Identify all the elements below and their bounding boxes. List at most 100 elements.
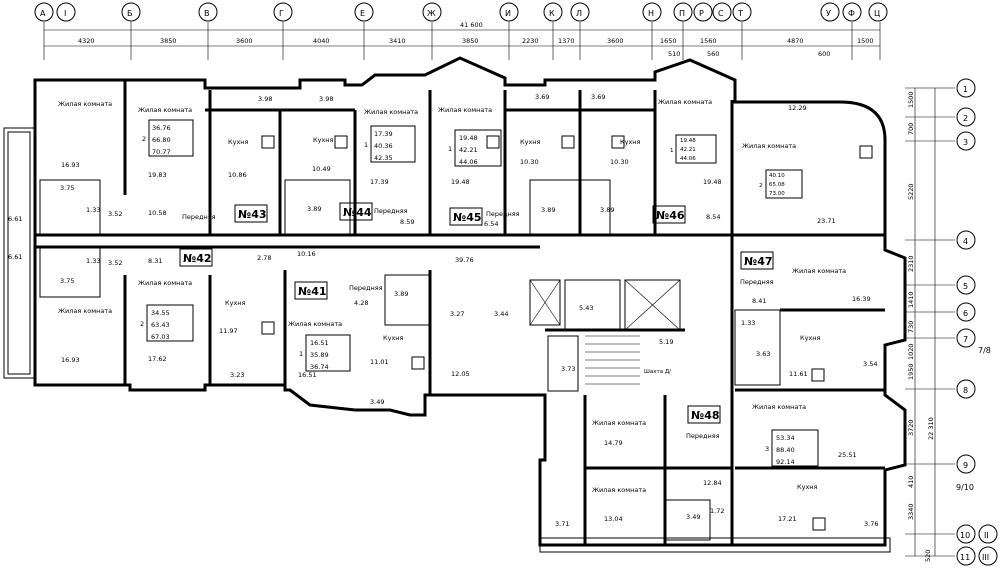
area-value: 3.23	[230, 371, 244, 379]
room-label: Жилая комната	[58, 100, 112, 108]
rooms-count: 1	[364, 141, 368, 149]
room-label: Жилая комната	[58, 307, 112, 315]
room-label: Передняя	[374, 207, 408, 215]
area-value: 10.30	[610, 158, 629, 166]
room-label: Передняя	[349, 284, 383, 292]
stove-icons	[261, 135, 873, 531]
rooms-count: 3	[765, 445, 769, 453]
axis-label: 10	[960, 531, 970, 540]
area-value: 3.75	[60, 184, 74, 192]
area-value: 10.49	[312, 165, 331, 173]
room-label: Передняя	[686, 432, 720, 440]
dim-text: 700	[907, 123, 915, 135]
apartment-44: 1 17.39 40.36 42.35 №44	[339, 125, 416, 221]
room-labels: Жилая комната Жилая комната Кухня Кухня …	[58, 98, 846, 494]
area-value: 12.84	[703, 479, 722, 487]
apartment-45: 1 19.48 42.21 44.06 №45	[448, 129, 502, 226]
useful-area: 65.08	[769, 182, 785, 188]
area-value: 3.89	[394, 290, 408, 298]
room-label: Жилая комната	[592, 419, 646, 427]
total-area: 36.74	[310, 363, 329, 371]
area-value: 3.49	[370, 398, 384, 406]
area-value: 3.98	[319, 95, 333, 103]
living-area: 16.51	[310, 339, 329, 347]
stove-icon	[812, 517, 826, 531]
dim-text: 3850	[462, 37, 479, 45]
right-axes: 1 2 3 4 5 6 7 7/8 8 9 9/10 10 II 11 III	[956, 78, 998, 566]
area-value: 11.97	[219, 327, 238, 335]
axis-label: 11	[960, 553, 970, 562]
area-value: 3.76	[864, 520, 878, 528]
area-value: 16.39	[852, 295, 871, 303]
apartment-number: №43	[238, 208, 267, 221]
dim-text: 410	[907, 476, 915, 488]
apartment-46: 1 19.48 42.21 44.06 №46	[652, 134, 717, 224]
dim-text: 2310	[907, 255, 915, 272]
stove-icon	[334, 135, 348, 149]
dim-text: 22 310	[927, 417, 935, 440]
total-area: 92.14	[776, 458, 795, 466]
room-label: Жилая комната	[658, 98, 712, 106]
room-label: Жилая комната	[288, 320, 342, 328]
dim-text: 1650	[660, 37, 677, 45]
axis-label: У	[826, 9, 831, 18]
apartment-number: №48	[691, 409, 720, 422]
dim-text: 520	[924, 550, 932, 562]
rooms-count: 2	[140, 320, 144, 328]
room-label: Кухня	[797, 483, 818, 491]
area-value: 16.93	[61, 161, 80, 169]
apartment-number: №46	[656, 209, 685, 222]
axis-label: Е	[360, 9, 365, 18]
room-label: Жилая комната	[752, 403, 806, 411]
stove-icon	[486, 135, 500, 149]
area-value: 3.54	[863, 360, 877, 368]
axis-label: Т	[737, 9, 743, 18]
area-value: 17.39	[370, 178, 389, 186]
axis-label: 9	[963, 461, 968, 470]
apartment-48: 3 53.34 88.40 92.14 №48	[687, 405, 819, 467]
apartment-number: №42	[183, 252, 212, 265]
living-area: 40.10	[769, 173, 785, 179]
dim-text: 3410	[389, 37, 406, 45]
axis-label: Ц	[874, 9, 880, 18]
area-value: 3.89	[307, 205, 321, 213]
axis-label: Ж	[427, 9, 436, 18]
axis-label: Ф	[848, 9, 855, 18]
stove-icon	[261, 135, 275, 149]
dim-text: 600	[818, 50, 830, 58]
axis-label: К	[549, 9, 555, 18]
area-value: 1.72	[710, 507, 724, 515]
area-value: 3.49	[686, 513, 700, 521]
right-dimensions: 1500 700 5220 2310 1410 730 1020 1950 37…	[905, 87, 955, 562]
apartment-number: №41	[298, 285, 327, 298]
area-value: 10.16	[297, 250, 316, 258]
stove-icon	[859, 145, 873, 159]
apartment-number: №44	[343, 206, 372, 219]
room-label: Кухня	[520, 138, 541, 146]
room-label: Жилая комната	[792, 267, 846, 275]
useful-area: 40.36	[374, 142, 393, 150]
area-value: 19.83	[148, 171, 167, 179]
axis-label: И	[505, 9, 511, 18]
dim-text: 5220	[907, 183, 915, 200]
room-label: Жилая комната	[438, 106, 492, 114]
axis-label: Л	[576, 9, 582, 18]
dim-text: 4320	[78, 37, 95, 45]
area-value: 12.29	[788, 104, 807, 112]
top-dimensions: 4320 3850 3600 4040 3410 3850 2230 1370 …	[43, 21, 881, 60]
dim-text: 730	[907, 321, 915, 333]
area-value: 1.33	[86, 206, 100, 214]
area-value: 5.19	[659, 338, 673, 346]
living-area: 53.34	[776, 434, 795, 442]
room-label: Кухня	[313, 136, 334, 144]
dim-text: 3600	[607, 37, 624, 45]
axis-label: III	[982, 553, 989, 562]
dim-text: 1370	[558, 37, 575, 45]
total-area: 73.00	[769, 191, 785, 197]
area-value: 3.69	[591, 93, 605, 101]
useful-area: 35.89	[310, 351, 329, 359]
dim-text: 41 600	[460, 21, 483, 29]
dim-text: 1500	[907, 91, 915, 108]
area-value: 16.93	[61, 356, 80, 364]
